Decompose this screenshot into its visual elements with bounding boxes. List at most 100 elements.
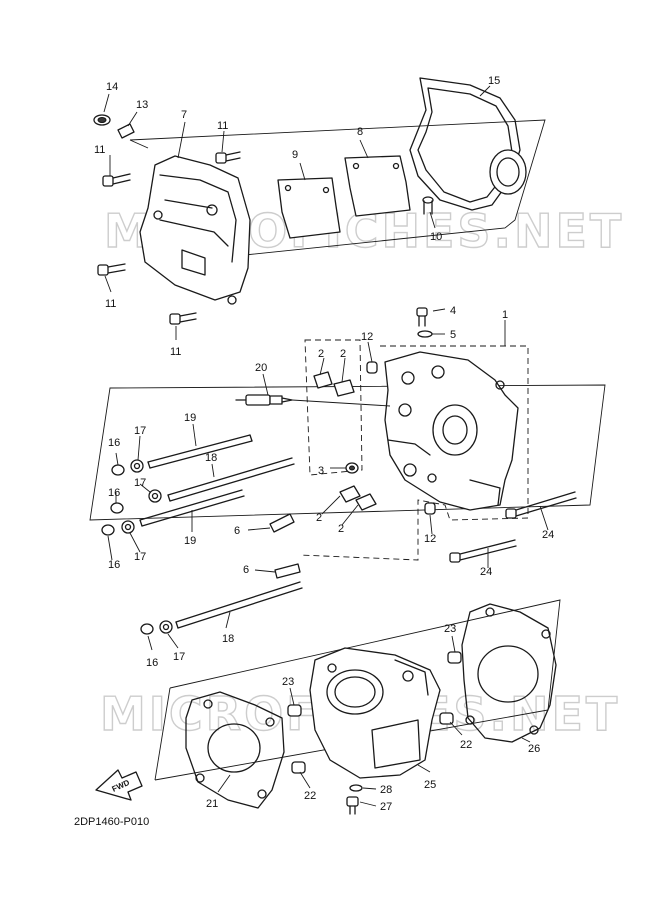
part-26-gasket (461, 603, 557, 743)
callout-11-b: 11 (217, 120, 228, 132)
part-6-stud-b (274, 563, 301, 579)
part-23-dowel-b (287, 704, 302, 717)
part-11-bolt-b (215, 151, 241, 164)
callout-14: 14 (106, 81, 118, 93)
callout-16-c: 16 (108, 559, 120, 571)
part-17-washer-b (148, 489, 162, 503)
part-27-bolt (346, 796, 359, 815)
callout-15: 15 (488, 75, 500, 87)
callout-2-c: 2 (316, 512, 322, 524)
part-22-dowel-a (439, 712, 454, 725)
part-8-plate (344, 155, 411, 217)
callout-17-b: 17 (134, 477, 146, 489)
valve-cover-group (93, 77, 546, 340)
callout-17-a: 17 (134, 425, 146, 437)
callout-labels: 14 13 7 11 11 9 8 15 10 11 11 4 5 1 12 2… (94, 75, 554, 813)
part-3-seal (345, 462, 359, 474)
callout-4: 4 (450, 305, 456, 317)
callout-12-b: 12 (424, 533, 436, 545)
part-7-cylinder-head-cover (139, 155, 251, 305)
part-17-washer-a (130, 459, 144, 473)
part-18-stud-a (167, 457, 295, 502)
part-28-washer (349, 784, 363, 792)
callout-24-b: 24 (480, 566, 492, 578)
callout-21: 21 (206, 798, 218, 810)
callout-23-a: 23 (444, 623, 456, 635)
part-17-washer-c (121, 520, 135, 534)
part-11-bolt-d (169, 312, 197, 325)
part-21-gasket (185, 691, 285, 809)
callout-1: 1 (502, 309, 508, 321)
callout-6-a: 6 (234, 525, 240, 537)
callout-22-b: 22 (304, 790, 316, 802)
part-16-nut-b (110, 502, 124, 514)
callout-11-d: 11 (170, 346, 181, 358)
callout-22-a: 22 (460, 739, 472, 751)
part-19-stud-b (139, 489, 245, 527)
callout-12-a: 12 (361, 331, 373, 343)
callout-26: 26 (528, 743, 540, 755)
callout-18-b: 18 (222, 633, 234, 645)
callout-11-a: 11 (94, 144, 105, 156)
part-2-guide-b (333, 379, 355, 397)
part-10-bolt (422, 196, 434, 215)
part-24-bolt-b (449, 539, 517, 563)
fwd-arrow-icon: FWD (95, 769, 143, 801)
part-2-guide-a (313, 371, 333, 389)
callout-23-b: 23 (282, 676, 294, 688)
part-2-guide-d (355, 493, 377, 511)
part-22-dowel-b (291, 761, 306, 774)
callout-18-a: 18 (205, 452, 217, 464)
callout-19-b: 19 (184, 535, 196, 547)
part-16-nut-c (101, 524, 115, 536)
callout-2-a: 2 (318, 348, 324, 360)
callout-25: 25 (424, 779, 436, 791)
callout-19-a: 19 (184, 412, 196, 424)
part-2-guide-c (339, 485, 361, 503)
part-6-stud-a (269, 513, 295, 533)
part-18-stud-b (175, 581, 303, 629)
part-23-dowel-a (447, 651, 462, 664)
part-16-nut-d (140, 623, 154, 635)
cylinder-group: FWD (95, 581, 561, 815)
callout-5: 5 (450, 329, 456, 341)
callout-16-b: 16 (108, 487, 120, 499)
part-4-bolt (416, 307, 428, 327)
part-15-cover-gasket (409, 77, 527, 211)
part-5-washer (417, 330, 433, 338)
callout-17-c: 17 (134, 551, 146, 563)
part-12-dowel-b (424, 502, 436, 515)
callout-17-d: 17 (173, 651, 185, 663)
diagram-code: 2DP1460-P010 (74, 816, 149, 828)
callout-3: 3 (318, 465, 324, 477)
part-9-plate (277, 177, 341, 239)
part-1-cylinder-head (384, 351, 519, 511)
callout-2-d: 2 (338, 523, 344, 535)
callout-16-d: 16 (146, 657, 158, 669)
callout-16-a: 16 (108, 437, 120, 449)
callout-7: 7 (181, 109, 187, 121)
callout-9: 9 (292, 149, 298, 161)
part-14-nut (93, 114, 111, 126)
part-12-dowel-a (366, 361, 378, 374)
cylinder-head-group (89, 307, 606, 579)
callout-27: 27 (380, 801, 392, 813)
callout-13: 13 (136, 99, 148, 111)
callout-2-b: 2 (340, 348, 346, 360)
callout-10: 10 (430, 231, 442, 243)
part-24-bolt-a (505, 491, 577, 519)
callout-11-c: 11 (105, 298, 116, 310)
part-11-bolt-a (102, 173, 131, 187)
callout-28: 28 (380, 784, 392, 796)
part-25-cylinder (309, 647, 441, 779)
part-11-bolt-c (97, 263, 126, 276)
callout-6-b: 6 (243, 564, 249, 576)
part-20-spark-plug (235, 394, 293, 406)
part-19-stud-a (147, 434, 253, 469)
callout-24-a: 24 (542, 529, 554, 541)
part-13-dowel (117, 123, 135, 139)
part-16-nut-a (111, 464, 125, 476)
callout-20: 20 (255, 362, 267, 374)
callout-8: 8 (357, 126, 363, 138)
